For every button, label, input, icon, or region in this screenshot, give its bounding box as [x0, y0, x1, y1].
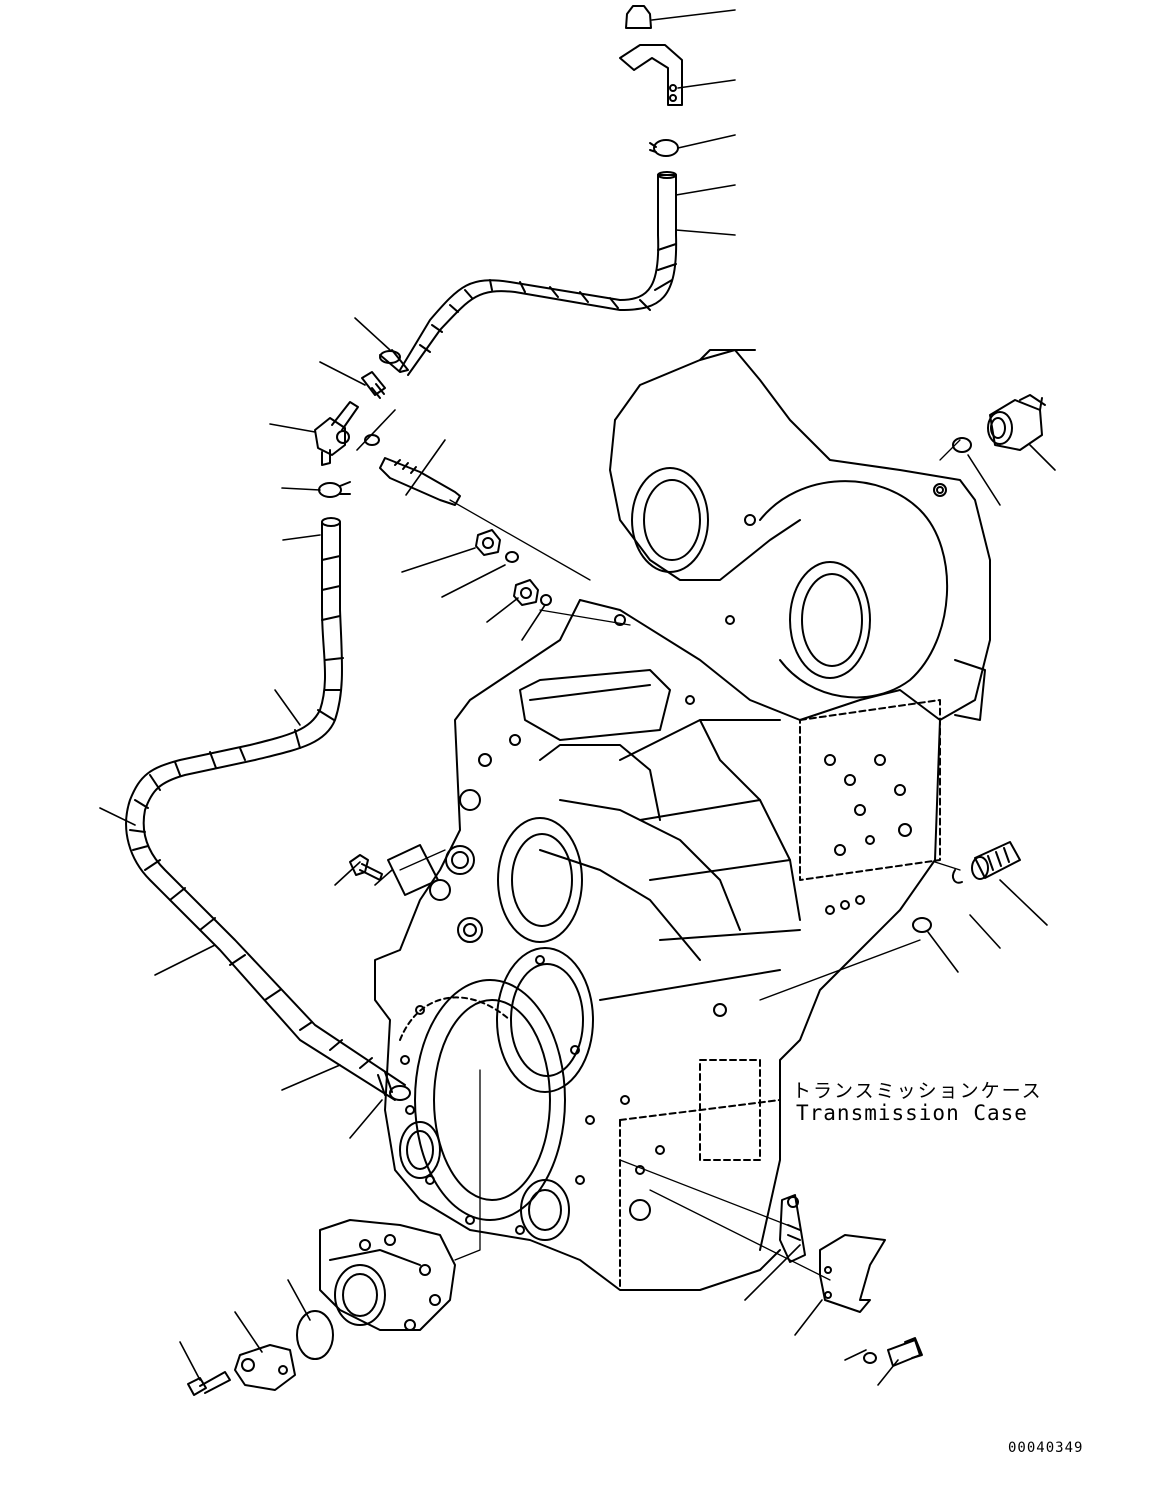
upper-breather-tube-assembly	[361, 5, 683, 399]
lower-cover-parts	[187, 1219, 456, 1396]
assembly-lines	[399, 439, 961, 1281]
elbow-fitting-group	[314, 401, 461, 506]
right-bracket-assembly	[779, 1194, 923, 1367]
drawing-number: 00040349	[1008, 1440, 1084, 1456]
case-label-english: Transmission Case	[796, 1101, 1028, 1125]
case-label-japanese: トランスミッションケース	[792, 1080, 1043, 1102]
leader-lines	[99, 9, 1056, 1386]
plug-fittings	[349, 394, 1046, 933]
lower-breather-tube	[125, 517, 411, 1101]
transmission-case	[374, 349, 991, 1291]
